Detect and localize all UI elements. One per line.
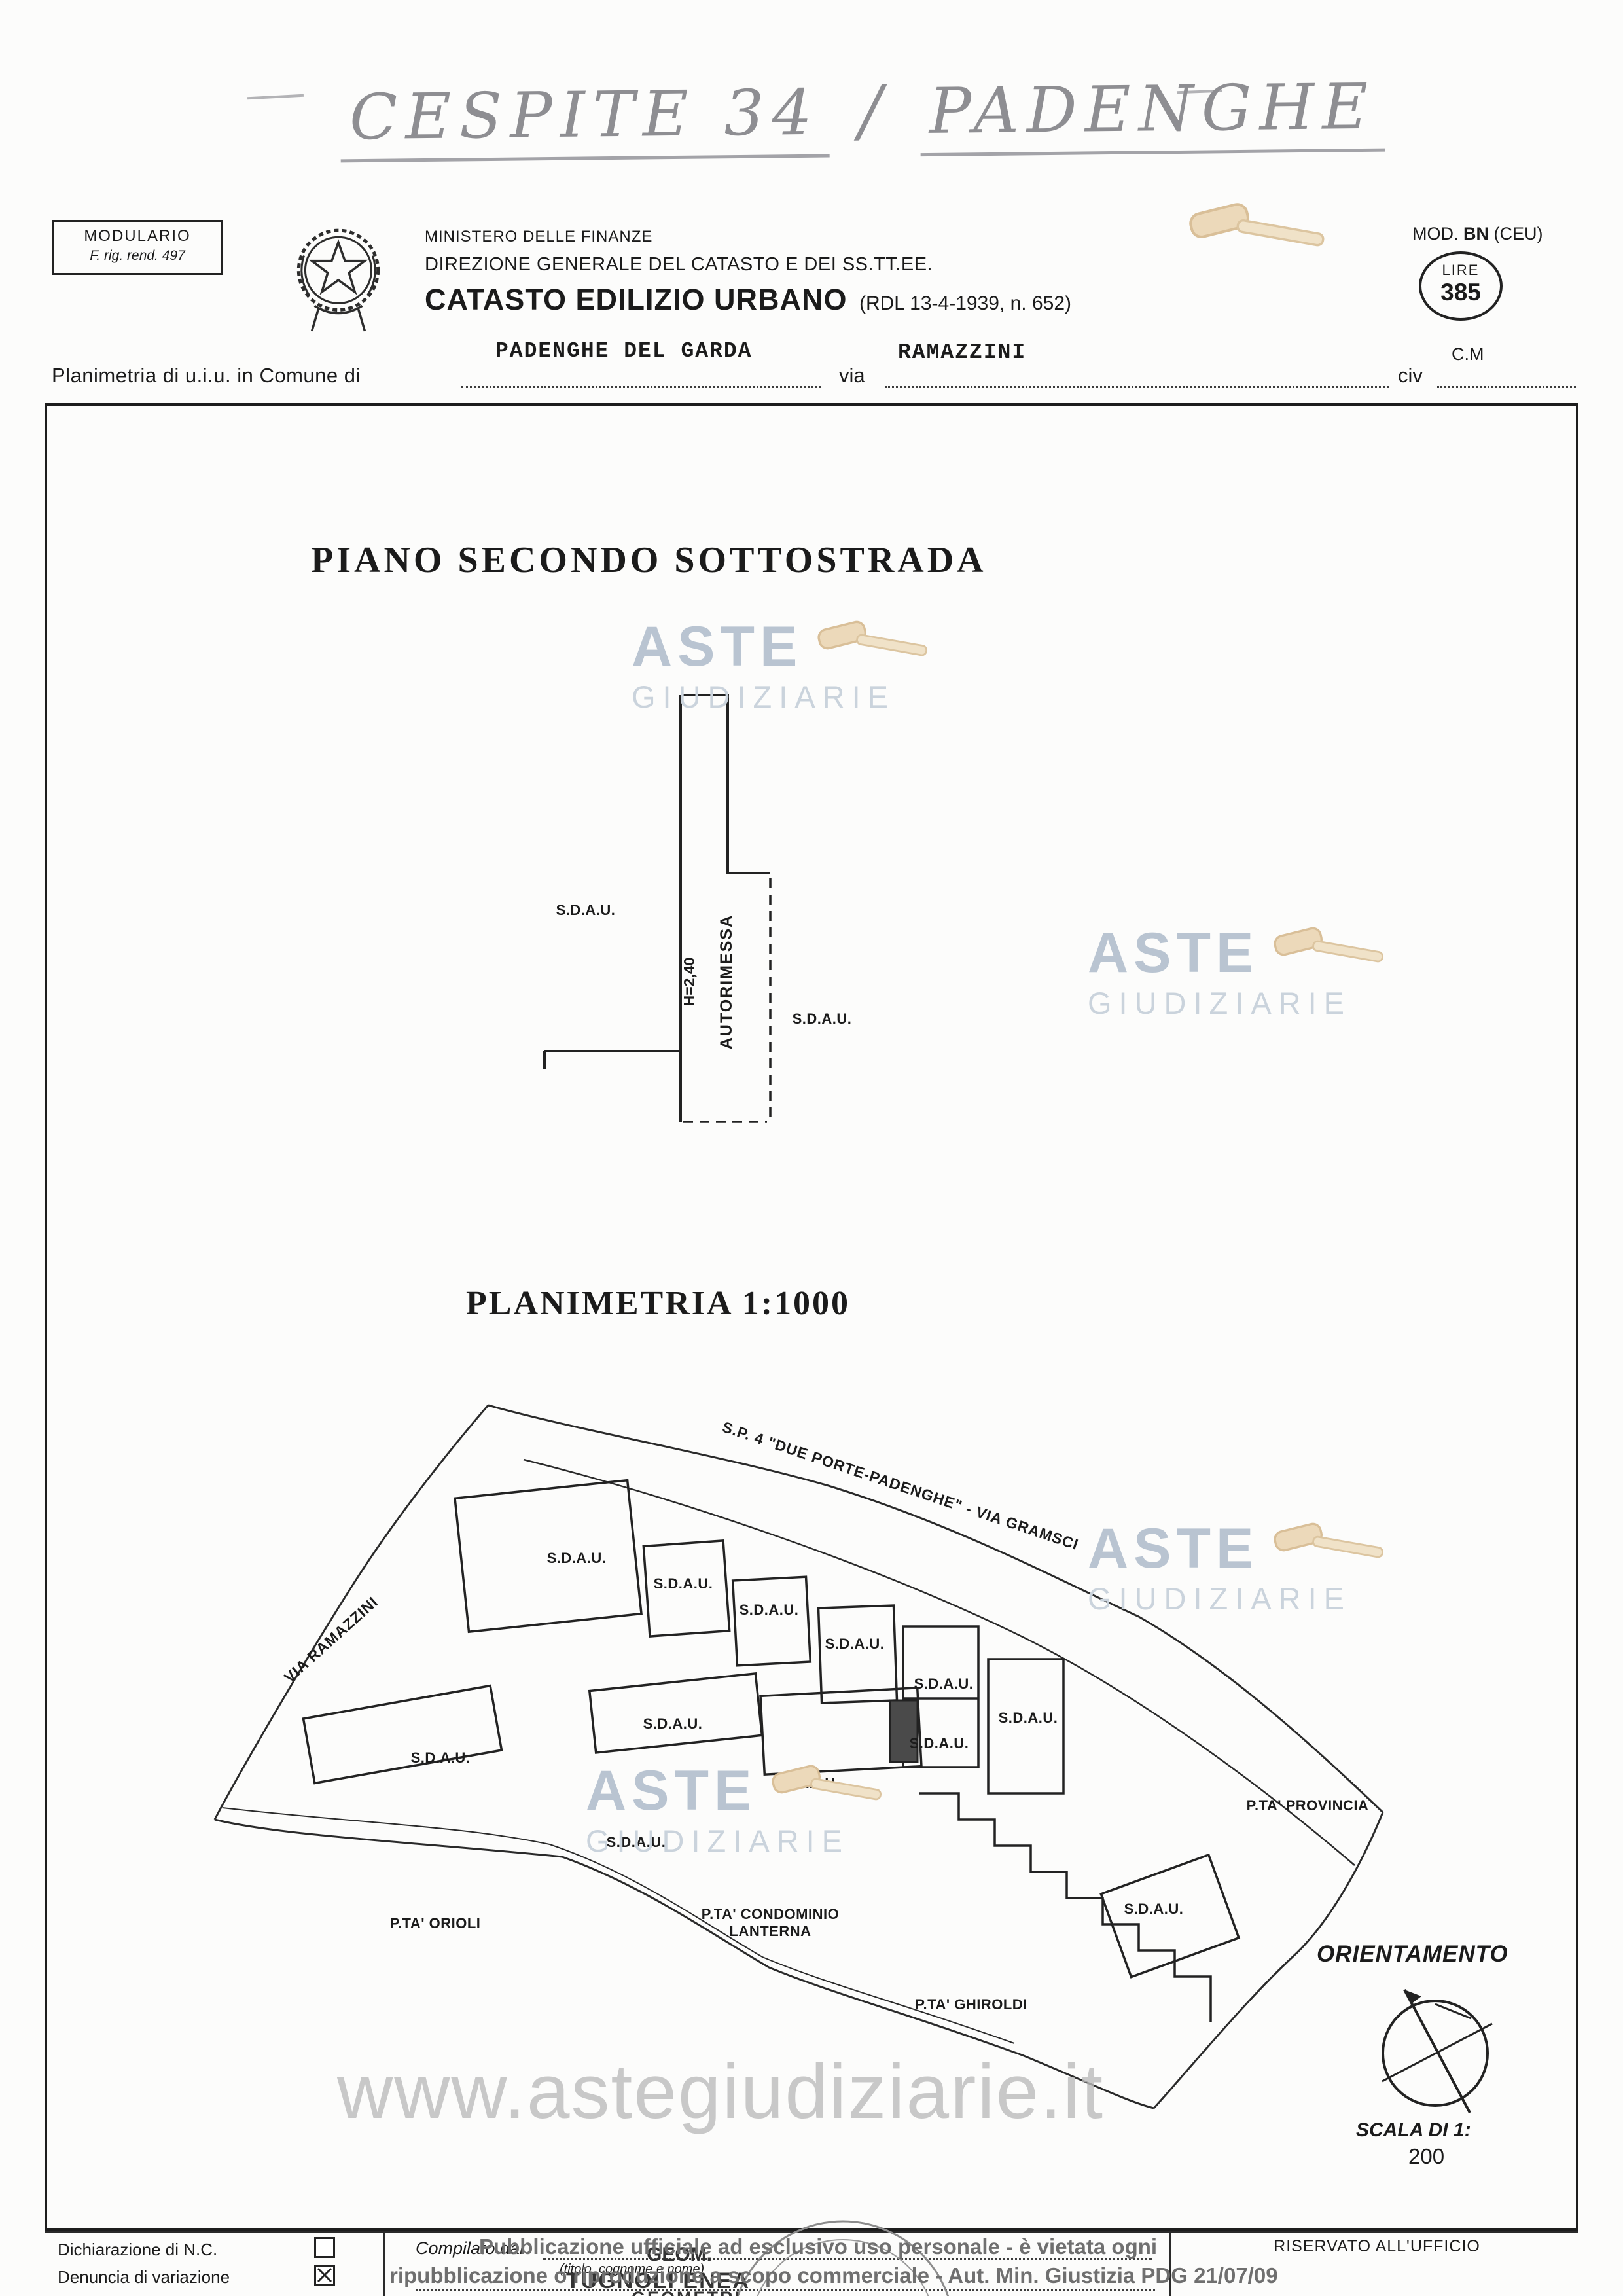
parcel-label-condominio-line1: P.TA' CONDOMINIO: [701, 1906, 840, 1922]
sdau-label: S.D.A.U.: [653, 1575, 713, 1592]
compass-icon: [1373, 1984, 1497, 2119]
stamp-circle-icon: [725, 2216, 961, 2296]
footer-divider: [1169, 2231, 1171, 2296]
sdau-label: S.D.A.U.: [546, 1550, 607, 1566]
mod-ceu: (CEU): [1493, 224, 1543, 243]
handwritten-title: CESPITE 34 / PADENGHE: [340, 65, 1385, 163]
stamp-name: TUGNOLI ENEA: [566, 2269, 750, 2293]
sdau-label: S.D.A.U.: [606, 1834, 666, 1850]
dotted-line: [543, 2258, 1152, 2260]
lire-label: LIRE: [1442, 262, 1480, 278]
sdau-label: S.D.A.U.: [410, 1749, 471, 1766]
sdau-label: S.D.A.U.: [909, 1735, 969, 1751]
dichiarazione-label: Dichiarazione di N.C.: [58, 2240, 218, 2259]
sdau-label: S.D.A.U.: [998, 1710, 1058, 1726]
civ-label: civ: [1398, 364, 1423, 387]
checkbox-x-mark: [317, 2267, 332, 2283]
checkbox-variazione: [314, 2265, 335, 2286]
planimetria-prefix: Planimetria di u.i.u. in Comune di: [52, 364, 361, 387]
lire-value: 385: [1440, 279, 1481, 306]
dotted-line: [1437, 386, 1576, 388]
floor-plan-title: PIANO SECONDO SOTTOSTRADA: [311, 540, 987, 581]
checkbox-nc: [314, 2237, 335, 2258]
pencil-mark: [247, 94, 304, 100]
modulario-box: MODULARIO F. rig. rend. 497: [52, 220, 223, 275]
modulario-label: MODULARIO: [84, 227, 191, 245]
parcel-label-condominio-line2: LANTERNA: [729, 1923, 812, 1939]
ministry-line: MINISTERO DELLE FINANZE: [425, 228, 653, 245]
disclaimer-line1: Pubblicazione ufficiale ad esclusivo uso…: [478, 2234, 1158, 2259]
sdau-label: S.D.A.U.: [825, 1636, 885, 1652]
parcel-label-ghiroldi: P.TA' GHIROLDI: [915, 1996, 1027, 2013]
scale-label: SCALA DI 1:: [1356, 2119, 1471, 2141]
sdau-label: S.D.A.U.: [792, 1011, 852, 1027]
mod-prefix: MOD.: [1412, 224, 1459, 243]
via-value: RAMAZZINI: [898, 340, 1027, 365]
mod-bn: BN: [1463, 224, 1489, 243]
sdau-label: S.D.A.U.: [780, 1775, 840, 1791]
site-plan-title: PLANIMETRIA 1:1000: [466, 1285, 851, 1322]
riservato-label: RISERVATO ALL'UFFICIO: [1274, 2237, 1480, 2255]
parcel-label-provincia: P.TA' PROVINCIA: [1246, 1797, 1369, 1814]
orientamento-label: ORIENTAMENTO: [1317, 1941, 1508, 1967]
sdau-label: S.D.A.U.: [739, 1602, 799, 1618]
footer-top-border: [45, 2231, 1578, 2233]
catasto-title-line: CATASTO EDILIZIO URBANO (RDL 13-4-1939, …: [425, 283, 1071, 317]
footer-divider: [383, 2231, 385, 2296]
state-emblem-icon: [292, 224, 385, 343]
mod-label: MOD. BN (CEU): [1412, 224, 1543, 244]
gavel-icon: [1152, 196, 1368, 272]
floor-plan-drawing: [530, 687, 910, 1158]
cm-label: C.M: [1452, 344, 1484, 364]
lire-stamp: LIRE 385: [1419, 251, 1503, 321]
room-label: AUTORIMESSA: [717, 914, 736, 1050]
compilato-label: Compilato dal: [416, 2238, 524, 2258]
handwritten-comune: PADENGHE: [919, 69, 1385, 157]
stamp-sub: GEOMETRI: [632, 2288, 741, 2296]
denuncia-label: Denuncia di variazione: [58, 2267, 230, 2287]
main-drawing-box: [45, 403, 1578, 2231]
height-label: H=2,40: [680, 957, 698, 1007]
comune-value: PADENGHE DEL GARDA: [495, 339, 753, 363]
titolo-hint: (titolo, cognome e nome): [560, 2262, 705, 2276]
stamp-title: GEOM.: [647, 2244, 713, 2265]
parcel-label-orioli: P.TA' ORIOLI: [389, 1915, 481, 1931]
scale-value: 200: [1408, 2144, 1445, 2168]
handwritten-slash: /: [858, 70, 891, 151]
disclaimer-line2: ripubblicazione o riproduzione a scopo c…: [389, 2263, 1278, 2287]
parcel-label-condominio: P.TA' CONDOMINIO LANTERNA: [688, 1906, 852, 1940]
modulario-ref: F. rig. rend. 497: [90, 248, 185, 263]
dotted-line: [416, 2289, 1155, 2291]
watermark-url: www.astegiudiziarie.it: [337, 2049, 1105, 2135]
via-label: via: [839, 364, 865, 387]
catasto-title: CATASTO EDILIZIO URBANO: [425, 283, 847, 316]
sdau-label: S.D.A.U.: [914, 1676, 974, 1692]
sdau-label: S.D.A.U.: [1124, 1901, 1184, 1917]
sdau-label: S.D.A.U.: [556, 902, 616, 918]
catasto-ref: (RDL 13-4-1939, n. 652): [859, 293, 1072, 314]
sdau-label: S.D.A.U.: [643, 1715, 703, 1732]
handwritten-cespite: CESPITE 34: [340, 75, 830, 163]
dotted-line: [885, 386, 1389, 388]
dotted-line: [461, 386, 821, 388]
direzione-line: DIREZIONE GENERALE DEL CATASTO E DEI SS.…: [425, 254, 933, 275]
site-plan-drawing: [183, 1368, 1531, 2193]
